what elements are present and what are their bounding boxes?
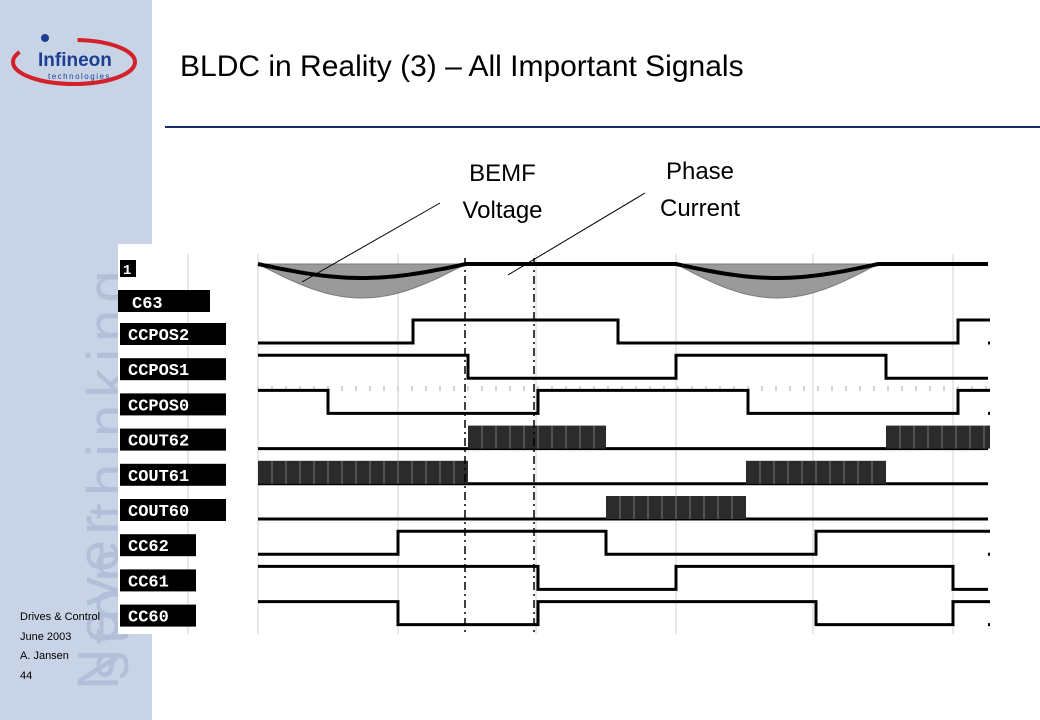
oscilloscope-capture: 1 2 C63 CCPOS2CCPOS1CCPOS0COUT62COUT61CO… [118, 244, 990, 634]
analog-trace-label-box [118, 290, 210, 312]
channel-label: COUT61 [128, 468, 189, 487]
bemf-callout: BEMF Voltage [440, 155, 565, 229]
pwm-burst [886, 425, 990, 449]
channel-label-box [120, 463, 226, 486]
digital-waveform [258, 600, 990, 627]
channel-cout60: COUT60 [120, 496, 988, 522]
channel-label-box [120, 604, 196, 627]
phase-callout-line-2: Current [659, 195, 741, 222]
channel-label: COUT60 [128, 503, 189, 522]
channel-cout62: COUT62 [120, 425, 990, 452]
channel-label-box [120, 428, 226, 451]
channel-label: CC60 [128, 609, 169, 628]
channel-label-box [120, 499, 226, 521]
channel-label: CC62 [128, 538, 169, 557]
phase-current-callout: Phase Current [630, 153, 770, 227]
footer-date: June 2003 [20, 630, 72, 643]
analog-trace-label: C63 [132, 295, 163, 314]
digital-channels: CCPOS2CCPOS1CCPOS0COUT62COUT61COUT60CC62… [120, 318, 990, 628]
pwm-burst [468, 425, 606, 449]
channel-label: CCPOS0 [128, 397, 189, 416]
channel-cc61: CC61 [120, 564, 988, 592]
slide-footer: Drives & Control June 2003 A. Jansen 44 [20, 608, 100, 686]
channel-label-box [120, 534, 196, 557]
phase-callout-line-1: Phase [665, 158, 735, 185]
channel-label: CCPOS2 [128, 327, 189, 346]
channel-label-box [120, 358, 226, 381]
channel-label: COUT62 [128, 433, 189, 452]
bemf-callout-line-2: Voltage [462, 197, 543, 224]
digital-waveform [258, 353, 988, 380]
footer-page-number: 44 [20, 669, 33, 682]
pwm-burst [258, 460, 468, 484]
digital-waveform [258, 564, 988, 591]
channel-cc60: CC60 [120, 600, 990, 628]
channel-label-box [120, 323, 226, 345]
digital-waveform [258, 318, 990, 345]
channel-label-box [120, 393, 226, 416]
logo-tagline: technologies [48, 72, 111, 81]
channel-ccpos1: CCPOS1 [120, 353, 988, 381]
footer-author: A. Jansen [20, 650, 69, 662]
channel-ccpos2: CCPOS2 [120, 318, 990, 346]
infineon-logo: Infineon technologies [11, 34, 137, 86]
channel-ccpos0: CCPOS0 [120, 388, 990, 416]
title-divider [165, 126, 1040, 128]
channel-label: CC61 [128, 573, 169, 592]
logo-wordmark: Infineon [38, 50, 112, 71]
channel-1-marker-box [120, 260, 136, 277]
channel-cc62: CC62 [120, 529, 990, 557]
bemf-callout-line-1: BEMF [469, 160, 536, 187]
digital-waveform [258, 388, 990, 415]
footer-department: Drives & Control [20, 611, 101, 623]
channel-label-box [120, 569, 196, 592]
channel-label: CCPOS1 [128, 362, 189, 381]
slide-title: BLDC in Reality (3) – All Important Sign… [180, 50, 744, 83]
channel-1-marker: 1 [123, 263, 131, 279]
channel-cout61: COUT61 [120, 460, 988, 487]
digital-waveform [258, 529, 990, 556]
